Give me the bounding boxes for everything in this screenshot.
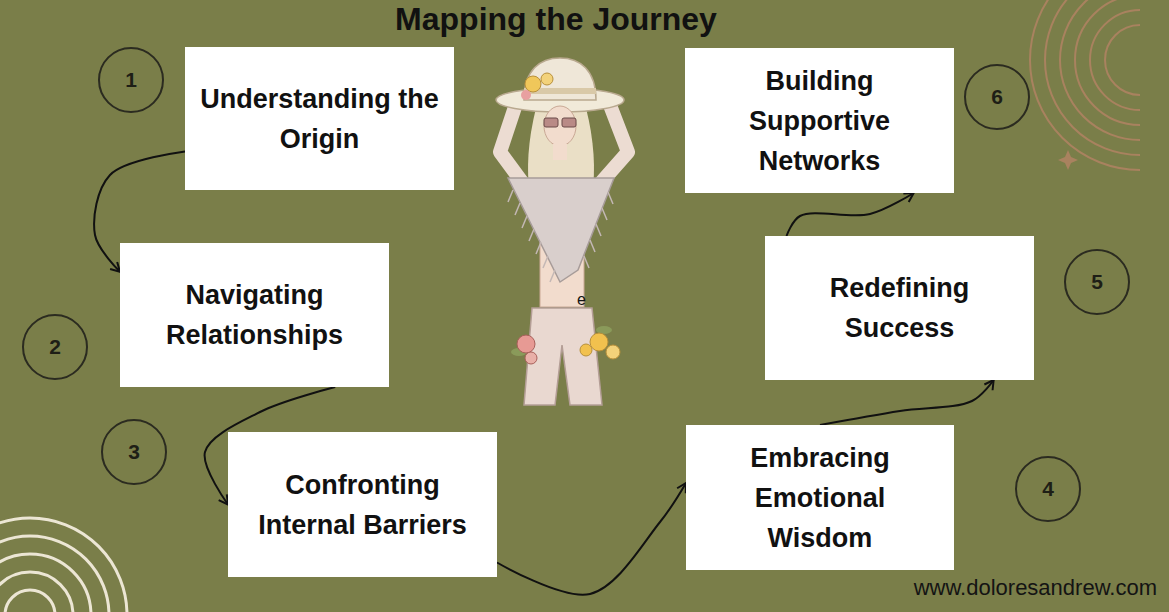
step-number-circle: 4 [1015,456,1081,522]
step-number: 5 [1091,270,1103,294]
circle-outline [102,420,166,484]
step-box: Building Supportive Networks [685,48,954,193]
step-number-circle: 1 [98,47,164,113]
step-label: Redefining Success [779,268,1020,348]
step-number-circle: 6 [964,64,1030,130]
diagram-title: Mapping the Journey [0,0,1112,38]
woman-figure [496,58,628,405]
step-box: Embracing Emotional Wisdom [686,425,954,570]
step-label: Understanding the Origin [199,79,440,159]
step-number: 6 [991,85,1003,109]
step-box: Redefining Success [765,236,1034,380]
step-number-circle: 2 [22,314,88,380]
website-url: www.doloresandrew.com [914,575,1157,601]
step-box: Navigating Relationships [120,243,389,387]
flow-arrow [497,483,686,595]
circle-outline [965,65,1029,129]
flow-arrow [820,380,994,425]
step-number: 3 [128,440,140,464]
circle-outline [1065,250,1129,314]
corner-arcs [0,518,127,612]
step-label: Navigating Relationships [134,275,375,355]
step-label: Building Supportive Networks [699,61,940,181]
step-label: Embracing Emotional Wisdom [700,438,940,558]
step-number-circle: 3 [101,419,167,485]
step-number: 2 [49,335,61,359]
step-box: Confronting Internal Barriers [228,432,497,577]
circle-outline [23,315,87,379]
step-label: Confronting Internal Barriers [242,465,483,545]
figure-letter: e [577,291,586,309]
step-number: 1 [125,68,137,92]
circle-outline [99,48,163,112]
corner-arcs [1030,0,1140,170]
step-number-circle: 5 [1064,249,1130,315]
step-number: 4 [1042,477,1054,501]
step-box: Understanding the Origin [185,47,454,190]
circle-outline [1016,457,1080,521]
flow-arrow [787,193,914,236]
sparkle-star [1058,150,1078,170]
